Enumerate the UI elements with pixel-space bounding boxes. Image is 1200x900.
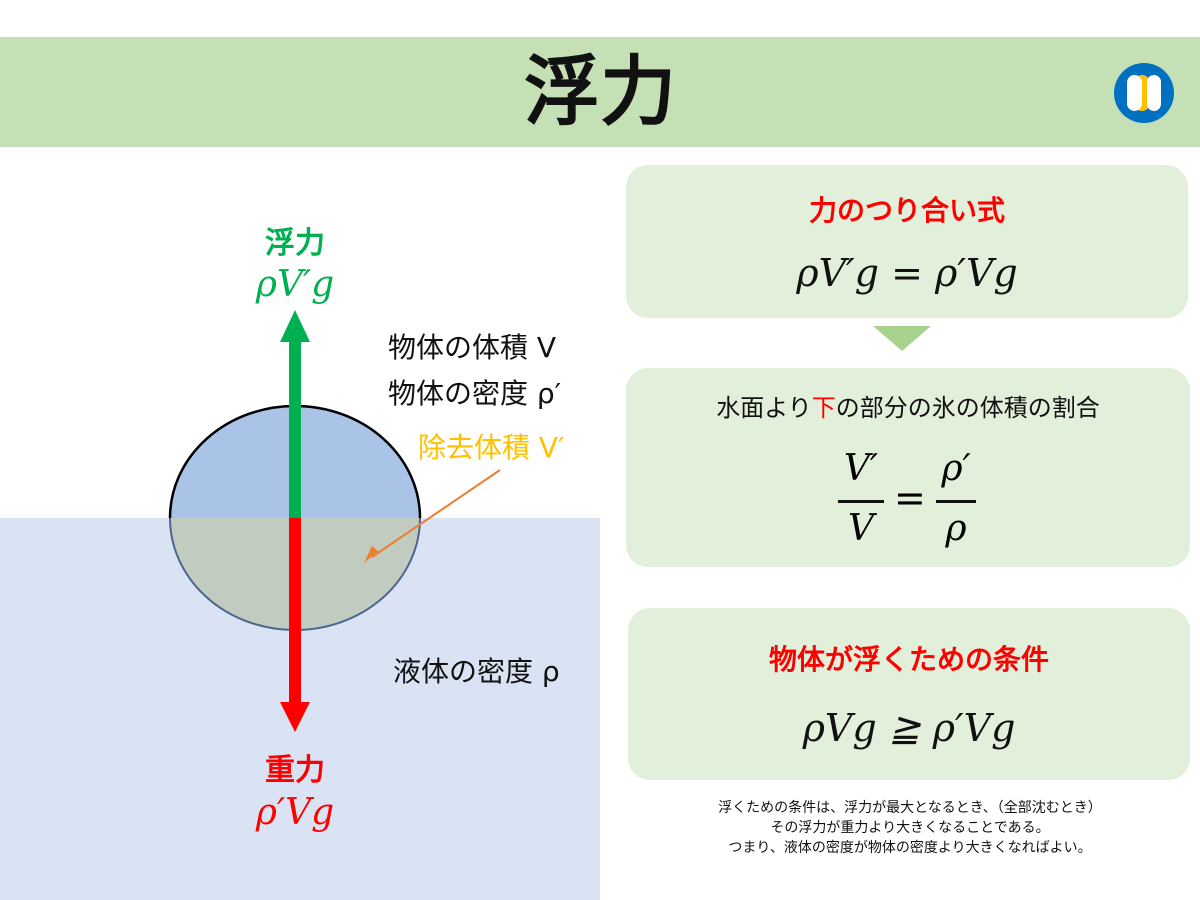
title-banner [0, 37, 1200, 147]
float-condition-box: 物体が浮くための条件 ρVg ≧ ρ′Vg [628, 608, 1190, 780]
gravity-formula: ρ′Vg [255, 792, 335, 833]
object-volume-label: 物体の体積 V [388, 331, 557, 364]
explanation-note: 浮くための条件は、浮力が最大となるとき、（全部沈むとき） その浮力が重力より大き… [600, 798, 1200, 858]
fraction-bar [936, 500, 976, 503]
displaced-volume-label: 除去体積 V′ [418, 431, 565, 464]
ratio-numerator-right: ρ′ [941, 448, 971, 489]
note-line: 浮くための条件は、浮力が最大となるとき、（全部沈むとき） [718, 800, 1102, 816]
ratio-numerator-left: V′ [843, 448, 879, 489]
ratio-denominator-right: ρ [945, 508, 967, 549]
ratio-title-post: の部分の氷の体積の割合 [835, 394, 1100, 422]
buoyancy-formula: ρV′g [255, 264, 335, 305]
balance-formula: ρV′g = ρ′Vg [796, 251, 1018, 295]
page-title: 浮力 [524, 47, 676, 136]
down-triangle-icon [873, 326, 931, 351]
ratio-title-emphasis: 下 [811, 394, 836, 422]
object-density-label: 物体の密度 ρ′ [388, 377, 562, 410]
ratio-denominator-left: V [848, 508, 874, 549]
ratio-title: 水面より下の部分の氷の体積の割合 [626, 388, 1190, 423]
volume-ratio-box: 水面より下の部分の氷の体積の割合 V′ V = ρ′ ρ [626, 368, 1190, 567]
balance-equation-box: 力のつり合い式 ρV′g = ρ′Vg [626, 165, 1188, 318]
balance-title: 力のつり合い式 [808, 194, 1005, 227]
note-line: その浮力が重力より大きくなることである。 [770, 820, 1050, 836]
displaced-pointer [371, 469, 501, 558]
buoyancy-arrow [289, 340, 301, 518]
buoyancy-diagram [168, 310, 501, 732]
ratio-equals: = [894, 476, 926, 520]
liquid-density-label: 液体の密度 ρ [393, 655, 560, 688]
float-title: 物体が浮くための条件 [768, 643, 1049, 676]
fraction-bar [838, 500, 884, 503]
gravity-arrow [289, 518, 301, 703]
logo-icon [1112, 63, 1176, 123]
ratio-title-pre: 水面より [716, 394, 812, 422]
note-line: つまり、液体の密度が物体の密度より大きくなればよい。 [728, 840, 1092, 856]
buoyancy-label: 浮力 [265, 226, 325, 261]
gravity-label: 重力 [265, 753, 325, 788]
float-formula: ρVg ≧ ρ′Vg [802, 706, 1016, 750]
